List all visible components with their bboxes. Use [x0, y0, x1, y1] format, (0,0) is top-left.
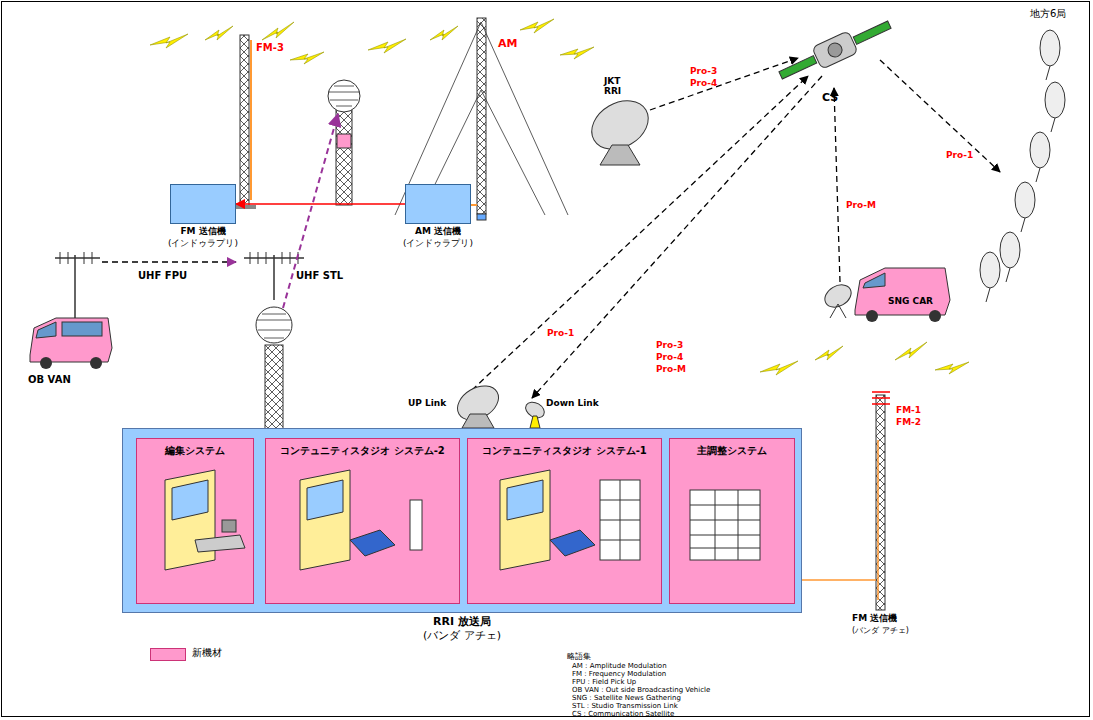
node-title: FM 送信機 — [180, 226, 225, 237]
label-text: 略語集 — [567, 652, 591, 661]
signal-label: Pro-3 — [690, 66, 717, 76]
signal-label: Pro-4 — [690, 78, 717, 88]
signal-label: FM-2 — [896, 417, 921, 427]
label-text: CS : Communication Satellite — [572, 710, 674, 718]
signal-label: FM-1 — [896, 405, 921, 415]
label-text: CS — [822, 92, 838, 105]
label-text: UP Link — [408, 398, 446, 408]
signal-label: Pro-1 — [547, 328, 574, 338]
label-text: FPU : Field Pick Up — [572, 678, 636, 686]
node-subtitle: (インドゥラプリ) — [403, 238, 473, 249]
label-text: OB VAN : Out side Broadcasting Vehicle — [572, 686, 710, 694]
transmitter-box: AM 送信機(インドゥラプリ) — [405, 184, 471, 224]
label-text: 地方6局 — [1030, 8, 1066, 20]
label-text: FM : Frequency Modulation — [572, 670, 666, 678]
node-title: コンテュニティスタジオ システム-1 — [474, 445, 655, 457]
label-text: SNG : Satellite News Gathering — [572, 694, 681, 702]
label-text: JKT RRI — [604, 76, 630, 97]
label-text: FM 送信機 — [852, 613, 897, 623]
label-text: Down Link — [546, 398, 599, 408]
node-title: コンテュニティスタジオ システム-2 — [272, 445, 453, 457]
transmitter-box: FM 送信機(インドゥラプリ) — [170, 184, 236, 224]
signal-label: Pro-1 — [946, 150, 973, 160]
signal-label: FM-3 — [256, 42, 284, 54]
legend-text: 新機材 — [192, 647, 222, 659]
label-text: AM : Amplitude Modulation — [572, 662, 667, 670]
node-title: 主調整システム — [676, 445, 788, 457]
label-text: STL : Studio Transmission Link — [572, 702, 678, 710]
signal-connector — [236, 203, 405, 205]
label-text: SNG CAR — [888, 296, 933, 306]
signal-label: Pro-M — [846, 200, 876, 210]
signal-label: Pro-3 — [656, 340, 683, 350]
system-box: コンテュニティスタジオ システム-2 — [265, 438, 460, 604]
label-text: (バンダ アチェ) — [852, 626, 909, 635]
signal-label: Pro-M — [656, 364, 686, 374]
label-text: UHF STL — [296, 270, 343, 282]
node-title: RRI 放送局 — [433, 615, 491, 628]
node-title: AM 送信機 — [415, 226, 461, 237]
label-text: UHF FPU — [138, 270, 187, 282]
label-text: OB VAN — [28, 374, 71, 386]
signal-label: Pro-4 — [656, 352, 683, 362]
legend-swatch — [150, 648, 186, 661]
signal-label: AM — [498, 38, 517, 51]
node-subtitle: (インドゥラプリ) — [168, 238, 238, 249]
node-title: 編集システム — [143, 445, 247, 457]
node-subtitle: (バンダ アチェ) — [423, 629, 501, 642]
